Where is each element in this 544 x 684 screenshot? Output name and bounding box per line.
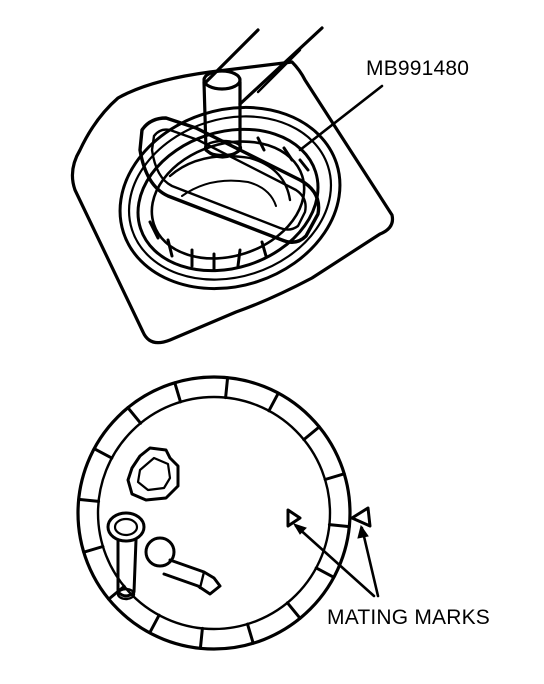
flange-tick: [198, 626, 204, 650]
tank-plate-outline: [70, 60, 395, 345]
mating-mark-pump: [286, 508, 302, 528]
connector-inner: [136, 456, 172, 492]
tool-shaft-right: [238, 26, 324, 106]
flange-tick: [77, 497, 101, 503]
marks-leader-line-1: [294, 524, 376, 598]
pump-flange-inner: [96, 395, 332, 631]
pipe-bottom: [116, 587, 136, 601]
pipe-end-ring-inner: [113, 517, 139, 537]
flange-tick: [267, 391, 280, 413]
tool-arc: [168, 154, 292, 202]
flange-tick: [82, 545, 105, 554]
flange-tick: [314, 566, 336, 579]
connector-outline: [126, 446, 180, 502]
nozzle-tube: [162, 558, 222, 596]
tool-leader-line: [298, 84, 384, 152]
pump-unit-illustration: [76, 375, 380, 651]
tool-frame-outer: [138, 116, 321, 244]
marks-leader-arrow-2: [357, 524, 369, 539]
pipe-end-ring: [106, 511, 146, 543]
flange-tick: [224, 376, 230, 400]
tool-arc-inner: [181, 179, 277, 207]
flange-tick: [327, 523, 351, 529]
tool-shaft-mid: [256, 48, 302, 94]
nozzle-ball: [144, 536, 176, 568]
mating-marks-label: MATING MARKS: [327, 606, 491, 629]
marks-leader-arrow-1: [292, 523, 307, 535]
mating-mark-tank: [350, 506, 372, 528]
tool-boss-top: [202, 69, 242, 91]
tool-boss-collar: [203, 139, 243, 157]
fuel-tank-tool-illustration: [70, 26, 395, 345]
flange-tick: [173, 381, 182, 404]
flange-tick: [107, 584, 126, 601]
flange-tick: [126, 406, 143, 425]
tool-shaft-left: [204, 28, 260, 84]
lock-ring-slots: [148, 136, 310, 272]
recess-outer-ring: [118, 105, 342, 291]
pump-flange-outer: [76, 375, 352, 651]
nozzle-tip: [198, 570, 206, 590]
flange-tick: [246, 622, 255, 645]
tool-frame-inner: [150, 128, 307, 231]
tool-part-number-label: MB991480: [366, 57, 470, 80]
flange-tick: [148, 613, 161, 635]
flange-tick: [92, 447, 114, 460]
flange-tick: [302, 425, 321, 442]
flange-tick: [323, 472, 346, 481]
flange-tick: [285, 601, 302, 620]
flange-ticks: [77, 376, 351, 650]
marks-leader-line-2: [360, 526, 380, 598]
